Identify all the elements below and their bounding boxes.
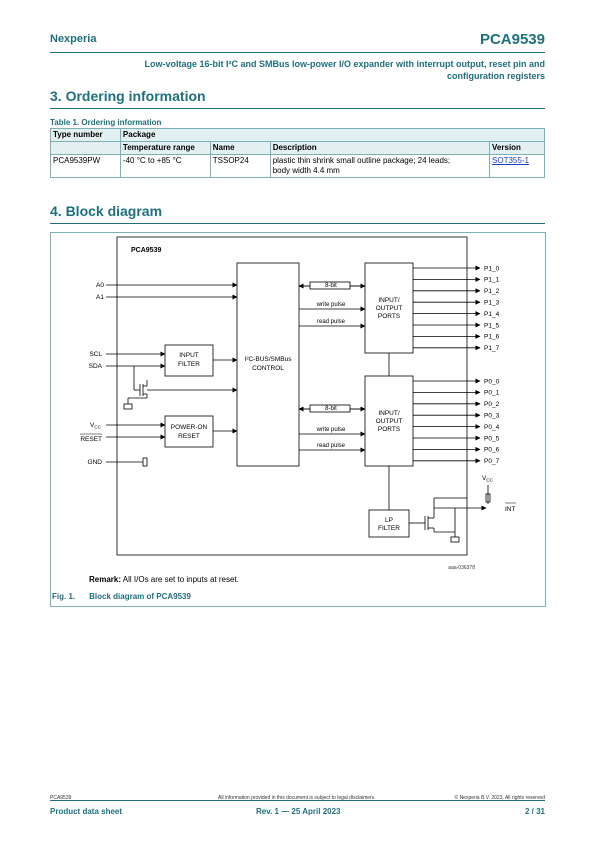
section-rule	[50, 223, 545, 224]
input-filter-label-1: INPUT	[179, 352, 199, 359]
control-label-1: I²C-BUS/SMBus	[245, 356, 293, 363]
footer-page-number: 2 / 31	[524, 807, 545, 816]
figure-id: aaa-036378	[448, 565, 475, 571]
int-label: INT	[505, 506, 516, 513]
pin-label-gnd: GND	[88, 459, 103, 466]
pin-p1-label-2: P1_2	[484, 288, 500, 295]
section-heading-ordering: 3. Ordering information	[50, 88, 206, 104]
vcc-sub: CC	[94, 425, 101, 430]
pin-label-a1: A1	[96, 294, 104, 301]
pin-p1-label-6: P1_6	[484, 334, 500, 341]
footer-doc-id: PCA9539	[50, 795, 72, 801]
figure-number: Fig. 1.	[52, 592, 76, 601]
remark: Remark: All I/Os are set to inputs at re…	[89, 575, 239, 584]
bus-label-p0: 8-bit	[325, 406, 337, 412]
figure-title: Block diagram of PCA9539	[89, 592, 191, 601]
document-subtitle: Low-voltage 16-bit I²C and SMBus low-pow…	[50, 58, 545, 82]
io-p0-label-3: PORTS	[378, 426, 401, 433]
chip-label: PCA9539	[131, 247, 161, 254]
por-label-1: POWER-ON	[171, 424, 208, 431]
vcc-main: V	[90, 422, 95, 429]
cell-description: plastic thin shrink small outline packag…	[269, 154, 491, 178]
pin-p0-label-1: P0_1	[484, 390, 500, 397]
control-block	[236, 262, 300, 467]
header-empty	[50, 141, 121, 155]
footer-revision: Rev. 1 — 25 April 2023	[256, 807, 341, 816]
table-header-row: Type number Package	[50, 128, 546, 142]
pin-label-a0: A0	[96, 282, 104, 289]
pin-p1-label-7: P1_7	[484, 345, 500, 352]
footer-rule	[50, 800, 545, 801]
ordering-table: Type number Package Temperature range Na…	[50, 128, 546, 178]
cell-temperature-range: -40 °C to +85 °C	[119, 154, 211, 178]
subtitle-line-2: configuration registers	[446, 71, 545, 81]
pin-label-scl: SCL	[89, 351, 102, 358]
section-rule	[50, 108, 545, 109]
header-package: Package	[119, 128, 546, 142]
lp-label-1: LP	[385, 517, 393, 524]
header-description: Description	[269, 141, 491, 155]
description-line-2: body width 4.4 mm	[272, 166, 340, 175]
pin-p1-label-0: P1_0	[484, 265, 500, 272]
io-p0-label-1: INPUT/	[378, 410, 400, 417]
footer-doc-type: Product data sheet	[50, 807, 123, 816]
header-type-number: Type number	[50, 128, 121, 142]
remark-text: All I/Os are set to inputs at reset.	[121, 575, 239, 584]
io-p1-label-1: INPUT/	[378, 297, 400, 304]
write-pulse-p1: write pulse	[316, 302, 346, 308]
io-p1-label-3: PORTS	[378, 313, 401, 320]
brand-name: Nexperia	[50, 33, 97, 45]
pin-p0-label-5: P0_5	[484, 435, 500, 442]
pin-p1-label-3: P1_3	[484, 300, 500, 307]
cell-version: SOT355-1	[489, 154, 545, 178]
pin-label-sda: SDA	[89, 363, 103, 370]
bus-label-p1: 8-bit	[325, 283, 337, 289]
vcc-right-sub: CC	[486, 478, 493, 483]
input-filter-block	[164, 344, 214, 377]
input-filter-label-2: FILTER	[178, 361, 200, 368]
cell-name: TSSOP24	[209, 154, 271, 178]
read-pulse-p0: read pulse	[317, 443, 346, 449]
pin-p0-label-4: P0_4	[484, 424, 500, 431]
write-pulse-p0: write pulse	[316, 427, 346, 433]
header-rule	[50, 52, 545, 53]
description-line-1: plastic thin shrink small outline packag…	[272, 156, 451, 165]
pin-p1-label-4: P1_4	[484, 311, 500, 318]
header-temperature-range: Temperature range	[119, 141, 211, 155]
footer-copyright: © Nexperia B.V. 2023. All rights reserve…	[454, 795, 546, 801]
pin-label-reset: RESET	[80, 436, 102, 443]
pin-p0-label-0: P0_0	[484, 378, 500, 385]
read-pulse-p1: read pulse	[317, 319, 346, 325]
remark-label: Remark:	[89, 575, 122, 584]
pin-p0-label-7: P0_7	[484, 458, 500, 465]
subtitle-line-1: Low-voltage 16-bit I²C and SMBus low-pow…	[144, 59, 545, 69]
table-caption: Table 1. Ordering information	[50, 118, 162, 127]
footer-disclaimer: All information provided in this documen…	[218, 795, 376, 801]
pin-label-vcc: VCC	[90, 422, 102, 430]
pin-p0-label-3: P0_3	[484, 413, 500, 420]
table-row: PCA9539PW -40 °C to +85 °C TSSOP24 plast…	[50, 154, 545, 178]
part-number: PCA9539	[479, 31, 545, 48]
por-label-2: RESET	[178, 433, 200, 440]
pin-p0-label-2: P0_2	[484, 401, 500, 408]
version-link[interactable]: SOT355-1	[492, 156, 529, 165]
io-p1-label-2: OUTPUT	[376, 305, 403, 312]
figure-caption: Fig. 1. Block diagram of PCA9539	[52, 592, 191, 601]
control-label-2: CONTROL	[252, 365, 284, 372]
pin-p0-label-6: P0_6	[484, 447, 500, 454]
cell-type-number: PCA9539PW	[50, 154, 121, 178]
io-p0-label-2: OUTPUT	[376, 418, 403, 425]
chip-outline	[116, 236, 468, 556]
vcc-right-main: V	[482, 475, 487, 482]
pin-p1-label-5: P1_5	[484, 322, 500, 329]
vcc-right-label: VCC	[482, 475, 494, 483]
section-heading-block-diagram: 4. Block diagram	[50, 203, 163, 219]
lp-label-2: FILTER	[378, 525, 400, 532]
pin-p1-label-1: P1_1	[484, 277, 500, 284]
figure-frame	[50, 232, 546, 607]
power-on-reset-block	[164, 415, 214, 448]
